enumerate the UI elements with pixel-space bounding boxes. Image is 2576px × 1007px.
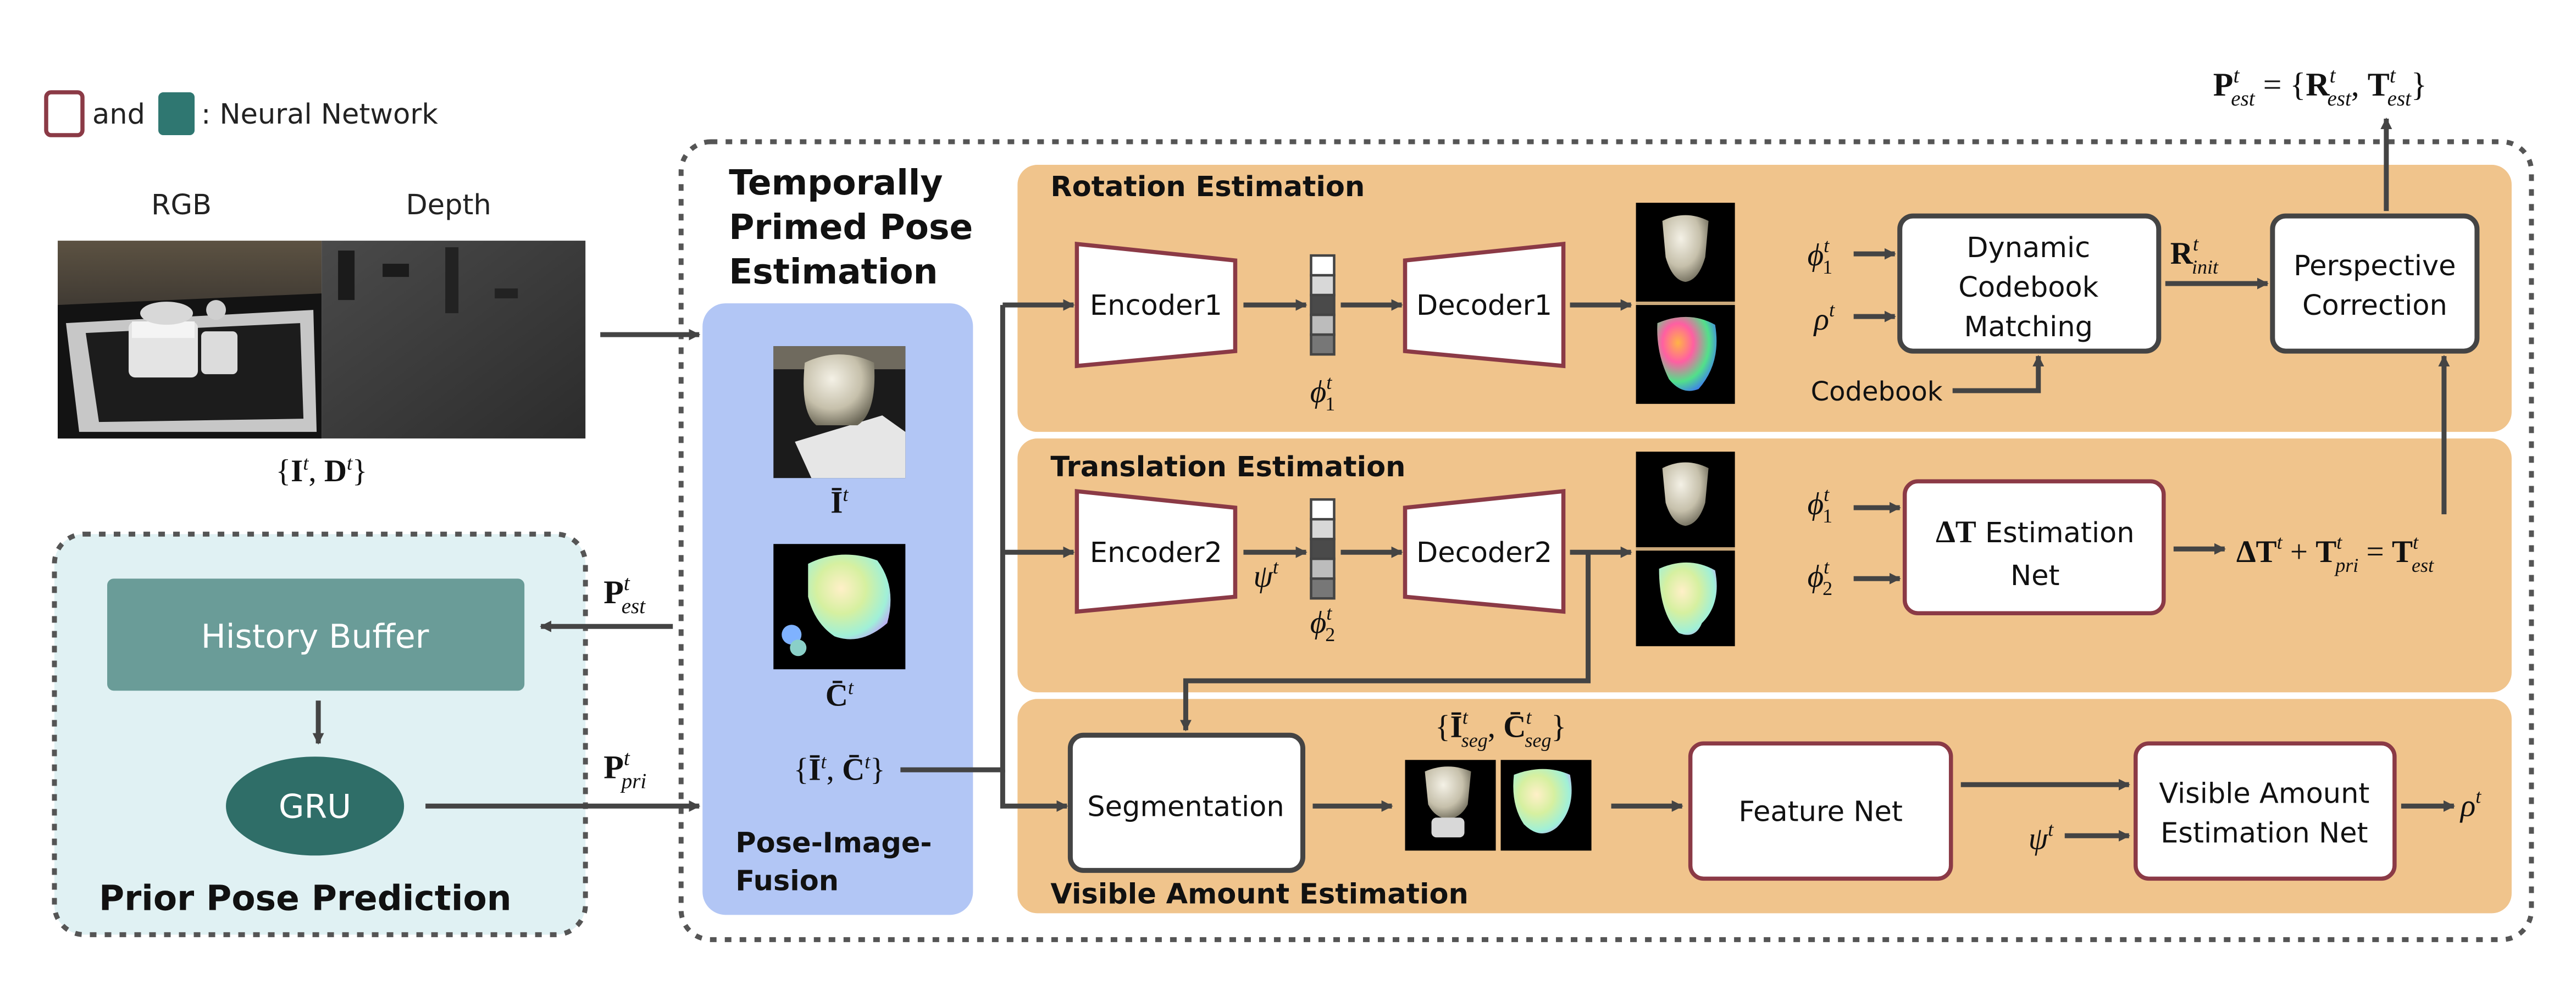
tpp-title-line2: Primed Pose (729, 207, 973, 247)
visible-psi-input: ψt (2029, 818, 2054, 856)
visible-amount-net-block (2134, 741, 2397, 881)
codebook-matching-block (1897, 213, 2162, 354)
translation-reconstructions (1636, 452, 1735, 647)
segmentation-block (1067, 732, 1305, 873)
delta-t-net-block (1902, 479, 2166, 615)
legend-network-filled-icon (158, 92, 195, 136)
arrow-decoder2-to-segmentation (1179, 552, 1591, 732)
feature-net-label: Feature Net (1738, 795, 1902, 828)
gru-block (226, 756, 405, 856)
depth-image (322, 241, 586, 439)
visible-amount-net-line2: Estimation Net (2160, 817, 2368, 849)
perspective-correction-line1: Perspective (2294, 250, 2456, 282)
decoder1-block (1403, 241, 1566, 369)
delta-t-net-line2: Net (2010, 560, 2060, 592)
rgb-label: RGB (151, 189, 212, 221)
fusion-label-line2: Fusion (735, 865, 839, 897)
visible-title: Visible Amount Estimation (1050, 878, 1468, 910)
prior-pose-title: Prior Pose Prediction (99, 878, 512, 918)
fusion-color-caption: C̄t (826, 676, 854, 713)
visible-panel: Visible Amount Estimation Segmentation {… (1017, 699, 2512, 914)
arrow-to-segmentation (1000, 770, 1068, 812)
latent-code-1 (1310, 254, 1336, 356)
fusion-label-line1: Pose-Image- (735, 827, 932, 859)
encoder1-label: Encoder1 (1090, 290, 1222, 322)
rotation-title: Rotation Estimation (1050, 171, 1365, 203)
visible-amount-net-line1: Visible Amount (2159, 777, 2369, 810)
legend: and : Neural Network (44, 90, 438, 137)
history-buffer-block (107, 578, 525, 691)
history-buffer-label: History Buffer (201, 617, 429, 656)
arrow-codebook-to-matching (1952, 355, 2045, 393)
decoder2-block (1403, 489, 1566, 614)
legend-connector-text: and (92, 98, 145, 131)
segmentation-label: Segmentation (1087, 791, 1284, 823)
fusion-output-symbol: {Īt, C̄t} (794, 750, 885, 787)
codebook-label: Codebook (1811, 376, 1943, 407)
latent-code-2 (1310, 498, 1336, 600)
perspective-correction-line2: Correction (2302, 290, 2447, 322)
decoder1-label: Decoder1 (1416, 290, 1552, 322)
decoder2-label: Decoder2 (1416, 537, 1552, 569)
rgb-image (58, 241, 322, 439)
depth-label: Depth (406, 189, 491, 221)
input-images: RGB Depth {It, Dt} (58, 189, 586, 488)
feature-net-block (1688, 741, 1953, 881)
legend-description-text: : Neural Network (201, 98, 438, 131)
encoder2-block (1074, 489, 1238, 614)
tpp-title-line3: Estimation (729, 252, 938, 292)
codebook-matching-line3: Matching (1964, 311, 2092, 343)
legend-network-outline-icon (44, 90, 85, 137)
segmentation-images (1405, 760, 1592, 851)
input-caption: {It, Dt} (276, 452, 368, 488)
tpp-title-line1: Temporally (729, 163, 943, 203)
tpp-title: Temporally Primed Pose Estimation (729, 163, 973, 292)
gru-label: GRU (279, 787, 351, 826)
rotation-reconstructions (1636, 203, 1735, 404)
fusion-panel: Īt C̄t {Īt, C̄t} Pose-Image- Fusion (702, 303, 973, 915)
translation-title: Translation Estimation (1050, 451, 1405, 483)
encoder1-block (1074, 241, 1238, 369)
tpp-frame (678, 139, 2534, 942)
encoder2-label: Encoder2 (1090, 537, 1222, 569)
fusion-image-caption: Īt (830, 483, 849, 520)
codebook-matching-line1: Dynamic (1966, 232, 2090, 264)
fusion-color-map (773, 544, 906, 670)
arrows (312, 117, 2455, 842)
codebook-matching-line2: Codebook (1958, 271, 2098, 304)
delta-t-net-line1: ΔT Estimation (1936, 515, 2135, 549)
perspective-correction-block (2270, 213, 2480, 354)
fusion-image (773, 346, 906, 479)
